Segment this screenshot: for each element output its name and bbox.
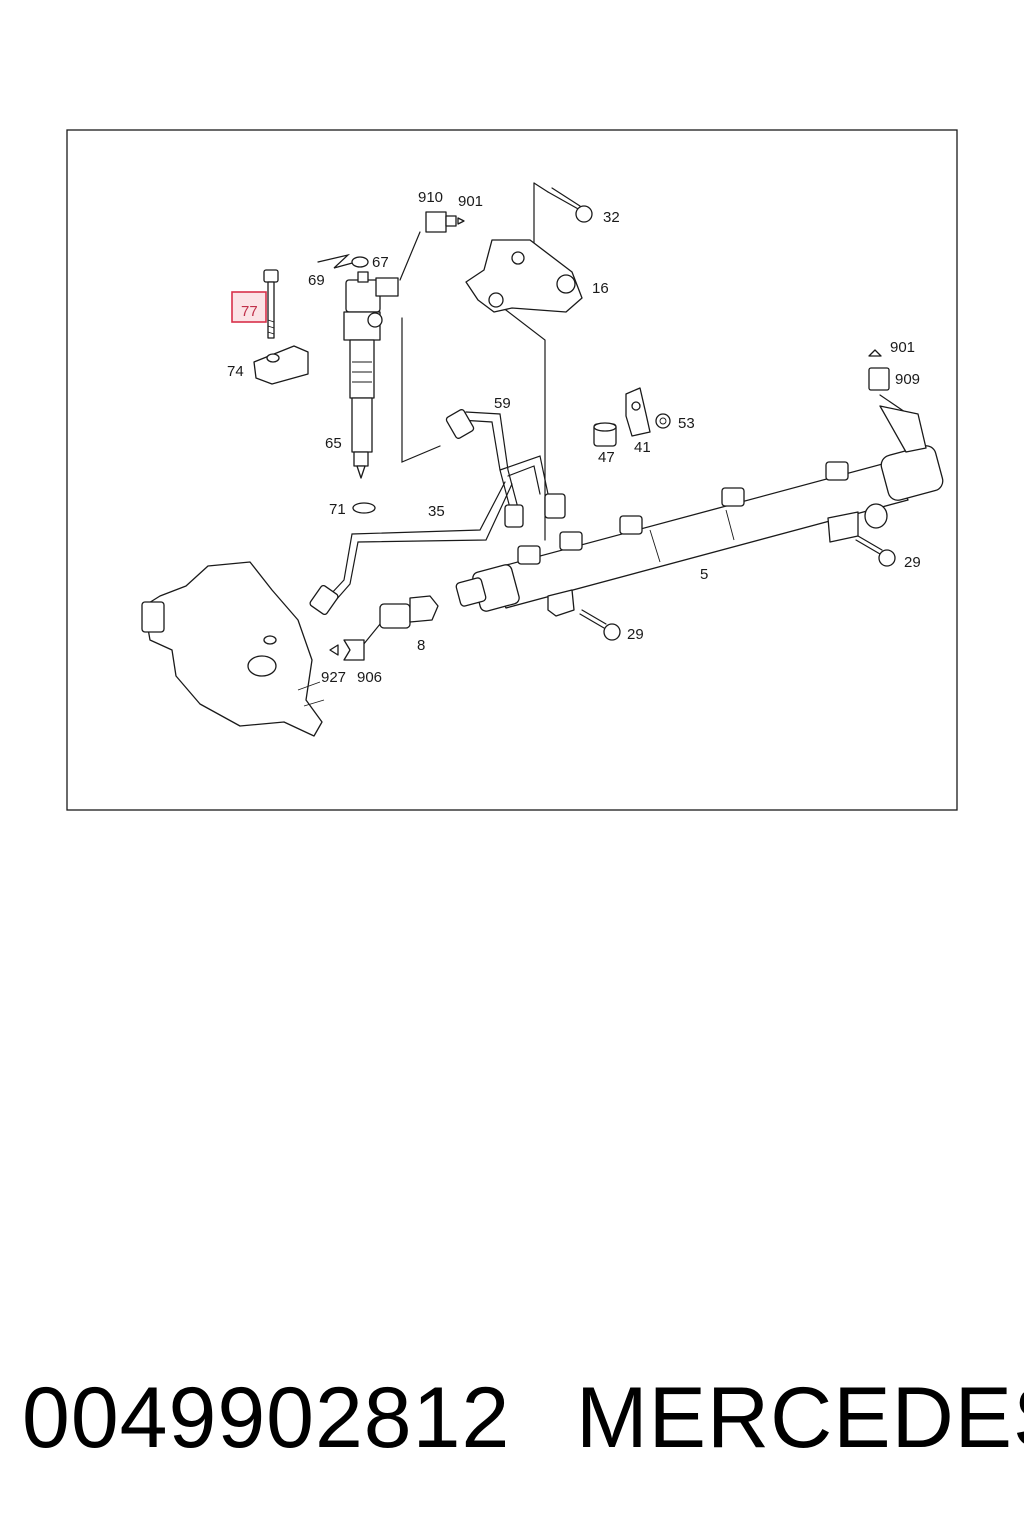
callout-901-right[interactable]: 901	[890, 339, 915, 356]
callout-906[interactable]: 906	[357, 669, 382, 686]
bolt-29-right-part[interactable]	[855, 535, 896, 567]
fuel-line-35-part[interactable]	[309, 481, 513, 616]
callout-41[interactable]: 41	[634, 439, 651, 456]
fuel-rail-5-part[interactable]	[455, 405, 945, 617]
clamp-74-part[interactable]	[253, 345, 309, 385]
nut-53-part[interactable]	[655, 413, 671, 429]
callout-29-lower[interactable]: 29	[627, 626, 644, 643]
sensor-8-part[interactable]	[379, 595, 439, 629]
part-number: 0049902812	[22, 1370, 511, 1466]
bolt-32-part[interactable]	[547, 187, 593, 223]
callout-29-right[interactable]: 29	[904, 554, 921, 571]
fuel-line-59-part[interactable]	[445, 409, 566, 528]
callout-71[interactable]: 71	[329, 501, 346, 518]
bolt-29-lower-part[interactable]	[579, 609, 621, 641]
seal-71-part[interactable]	[352, 502, 376, 514]
callout-909[interactable]: 909	[895, 371, 920, 388]
clip-69-part[interactable]	[317, 253, 357, 269]
callout-65[interactable]: 65	[325, 435, 342, 452]
connector-910-part[interactable]	[425, 211, 465, 233]
callout-16[interactable]: 16	[592, 280, 609, 297]
injector-65-part[interactable]	[343, 271, 399, 479]
footer: 0049902812 MERCEDES	[0, 1368, 1024, 1468]
callout-59[interactable]: 59	[494, 395, 511, 412]
callout-927[interactable]: 927	[321, 669, 346, 686]
callouts: 910 901 32 67 69 77 16 74 901 909 59 53 …	[227, 189, 921, 686]
washer-67-part[interactable]	[351, 256, 369, 268]
callout-8[interactable]: 8	[417, 637, 425, 654]
diagram-frame	[66, 129, 958, 811]
callout-67[interactable]: 67	[372, 254, 389, 271]
callout-47[interactable]: 47	[598, 449, 615, 466]
brand-name: MERCEDES	[576, 1370, 1024, 1466]
parts-diagram: 910 901 32 67 69 77 16 74 901 909 59 53 …	[66, 129, 958, 811]
connector-909-part[interactable]	[868, 349, 890, 391]
callout-901-top[interactable]: 901	[458, 193, 483, 210]
clip-47-part[interactable]	[593, 422, 617, 447]
callout-77[interactable]: 77	[241, 303, 258, 320]
pump-part[interactable]	[141, 561, 325, 737]
bolt-77-part[interactable]	[263, 269, 279, 339]
callout-69[interactable]: 69	[308, 272, 325, 289]
callout-53[interactable]: 53	[678, 415, 695, 432]
highlight-box-77[interactable]: 77	[231, 291, 267, 323]
callout-74[interactable]: 74	[227, 363, 244, 380]
callout-910[interactable]: 910	[418, 189, 443, 206]
leader-lines	[362, 182, 906, 646]
callout-5[interactable]: 5	[700, 566, 708, 583]
callout-32[interactable]: 32	[603, 209, 620, 226]
clip-41-part[interactable]	[625, 387, 651, 437]
callout-35[interactable]: 35	[428, 503, 445, 520]
bracket-16-part[interactable]	[465, 239, 583, 313]
connector-906-part[interactable]	[329, 639, 365, 661]
